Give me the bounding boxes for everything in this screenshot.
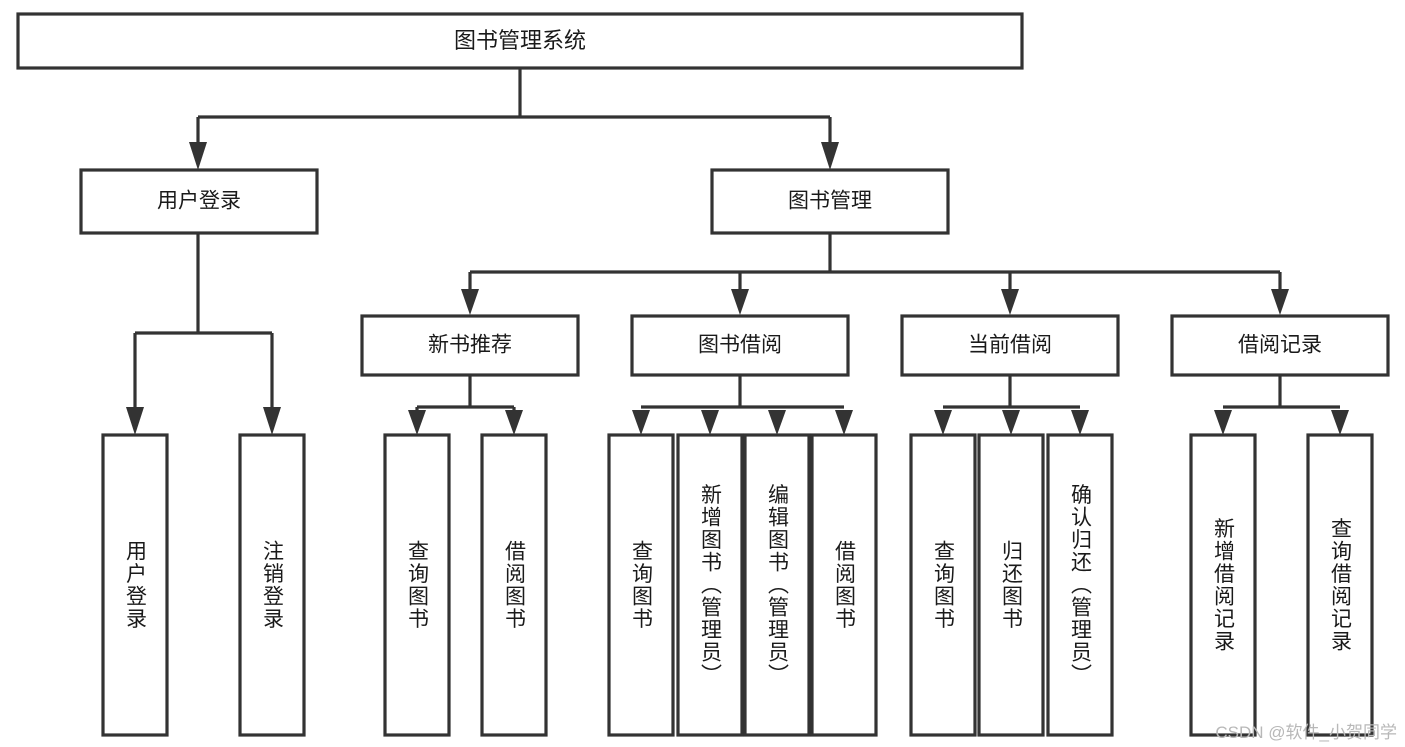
leaf-user-login-1-label: 注销登录	[261, 540, 285, 630]
leaf-user-login-1-box[interactable]	[238, 433, 306, 737]
node-new-book-recommend-label: 新书推荐	[428, 334, 512, 357]
arrowhead-ul-leaf-0	[126, 407, 144, 435]
arrowhead-l3-1	[731, 289, 749, 315]
node-borrow-record-box[interactable]	[1170, 314, 1390, 377]
arrowhead-bb-2	[768, 410, 786, 435]
leaf-new-book-recommend-1-box[interactable]	[480, 433, 548, 737]
arrowhead-bb-0	[632, 410, 650, 435]
leaf-book-borrow-2-label: 编辑图书（管理员）	[766, 484, 790, 687]
arrowhead-cb-0	[934, 410, 952, 435]
leaf-book-borrow-0-box[interactable]	[607, 433, 675, 737]
leaf-book-borrow-0-label: 查询图书	[630, 540, 654, 630]
arrowhead-nbr-0	[408, 410, 426, 435]
node-current-borrow-box[interactable]	[900, 314, 1120, 377]
leaf-user-login-0[interactable]: 用户登录	[101, 433, 169, 737]
leaf-new-book-recommend-1[interactable]: 借阅图书	[480, 433, 548, 737]
leaf-current-borrow-1-box[interactable]	[977, 433, 1045, 737]
arrowhead-nbr-1	[505, 410, 523, 435]
leaf-current-borrow-2-box[interactable]	[1046, 433, 1114, 737]
connector-layer	[126, 68, 1349, 435]
node-book-manage-box[interactable]	[710, 168, 950, 235]
leaf-current-borrow-1[interactable]: 归还图书	[977, 433, 1045, 737]
leaf-book-borrow-1-box[interactable]	[676, 433, 744, 737]
arrowhead-cb-1	[1002, 410, 1020, 435]
leaf-borrow-record-1-box[interactable]	[1306, 433, 1374, 737]
node-user-login-label: 用户登录	[157, 190, 241, 213]
arrowhead-br-1	[1331, 410, 1349, 435]
arrowhead-user-login	[189, 142, 207, 170]
leaf-book-borrow-2-box[interactable]	[743, 433, 811, 737]
arrowhead-l3-3	[1271, 289, 1289, 315]
node-root[interactable]: 图书管理系统	[16, 12, 1024, 70]
leaf-current-borrow-2-label: 确认归还（管理员）	[1069, 484, 1093, 687]
leaf-borrow-record-0-label: 新增借阅记录	[1212, 518, 1236, 653]
node-book-manage-label: 图书管理	[788, 190, 872, 213]
leaf-borrow-record-1[interactable]: 查询借阅记录	[1306, 433, 1374, 737]
leaf-book-borrow-3[interactable]: 借阅图书	[810, 433, 878, 737]
leaf-new-book-recommend-0-label: 查询图书	[406, 540, 430, 630]
arrowhead-ul-leaf-1	[263, 407, 281, 435]
leaf-current-borrow-0-box[interactable]	[909, 433, 977, 737]
leaf-user-login-1[interactable]: 注销登录	[238, 433, 306, 737]
arrowhead-bb-3	[835, 410, 853, 435]
leaf-user-login-0-label: 用户登录	[124, 540, 148, 630]
arrowhead-book-manage	[821, 142, 839, 170]
arrowhead-bb-1	[701, 410, 719, 435]
node-book-borrow-box[interactable]	[630, 314, 850, 377]
leaf-current-borrow-0-label: 查询图书	[932, 540, 956, 630]
leaf-book-borrow-3-label: 借阅图书	[833, 540, 857, 630]
node-root-box[interactable]	[16, 12, 1024, 70]
leaf-borrow-record-1-label: 查询借阅记录	[1329, 518, 1353, 653]
leaf-user-login-0-box[interactable]	[101, 433, 169, 737]
arrowhead-cb-2	[1071, 410, 1089, 435]
node-book-manage[interactable]: 图书管理	[710, 168, 950, 235]
leaf-borrow-record-0[interactable]: 新增借阅记录	[1189, 433, 1257, 737]
node-book-borrow[interactable]: 图书借阅	[630, 314, 850, 377]
leaf-book-borrow-2[interactable]: 编辑图书（管理员）	[743, 433, 811, 737]
node-current-borrow[interactable]: 当前借阅	[900, 314, 1120, 377]
leaf-book-borrow-3-box[interactable]	[810, 433, 878, 737]
node-root-label: 图书管理系统	[454, 28, 586, 53]
node-new-book-recommend-box[interactable]	[360, 314, 580, 377]
leaf-book-borrow-0[interactable]: 查询图书	[607, 433, 675, 737]
node-book-borrow-label: 图书借阅	[698, 334, 782, 357]
leaf-book-borrow-1-label: 新增图书（管理员）	[699, 484, 723, 687]
arrowhead-l3-2	[1001, 289, 1019, 315]
leaf-current-borrow-0[interactable]: 查询图书	[909, 433, 977, 737]
arrowhead-br-0	[1214, 410, 1232, 435]
leaf-borrow-record-0-box[interactable]	[1189, 433, 1257, 737]
arrowhead-l3-0	[461, 289, 479, 315]
leaf-current-borrow-2[interactable]: 确认归还（管理员）	[1046, 433, 1114, 737]
node-new-book-recommend[interactable]: 新书推荐	[360, 314, 580, 377]
node-user-login-box[interactable]	[79, 168, 319, 235]
node-borrow-record-label: 借阅记录	[1238, 334, 1322, 357]
leaf-book-borrow-1[interactable]: 新增图书（管理员）	[676, 433, 744, 737]
leaf-new-book-recommend-1-label: 借阅图书	[503, 540, 527, 630]
node-user-login[interactable]: 用户登录	[79, 168, 319, 235]
leaf-new-book-recommend-0[interactable]: 查询图书	[383, 433, 451, 737]
node-borrow-record[interactable]: 借阅记录	[1170, 314, 1390, 377]
leaf-new-book-recommend-0-box[interactable]	[383, 433, 451, 737]
node-current-borrow-label: 当前借阅	[968, 334, 1052, 357]
leaf-current-borrow-1-label: 归还图书	[1000, 540, 1024, 630]
